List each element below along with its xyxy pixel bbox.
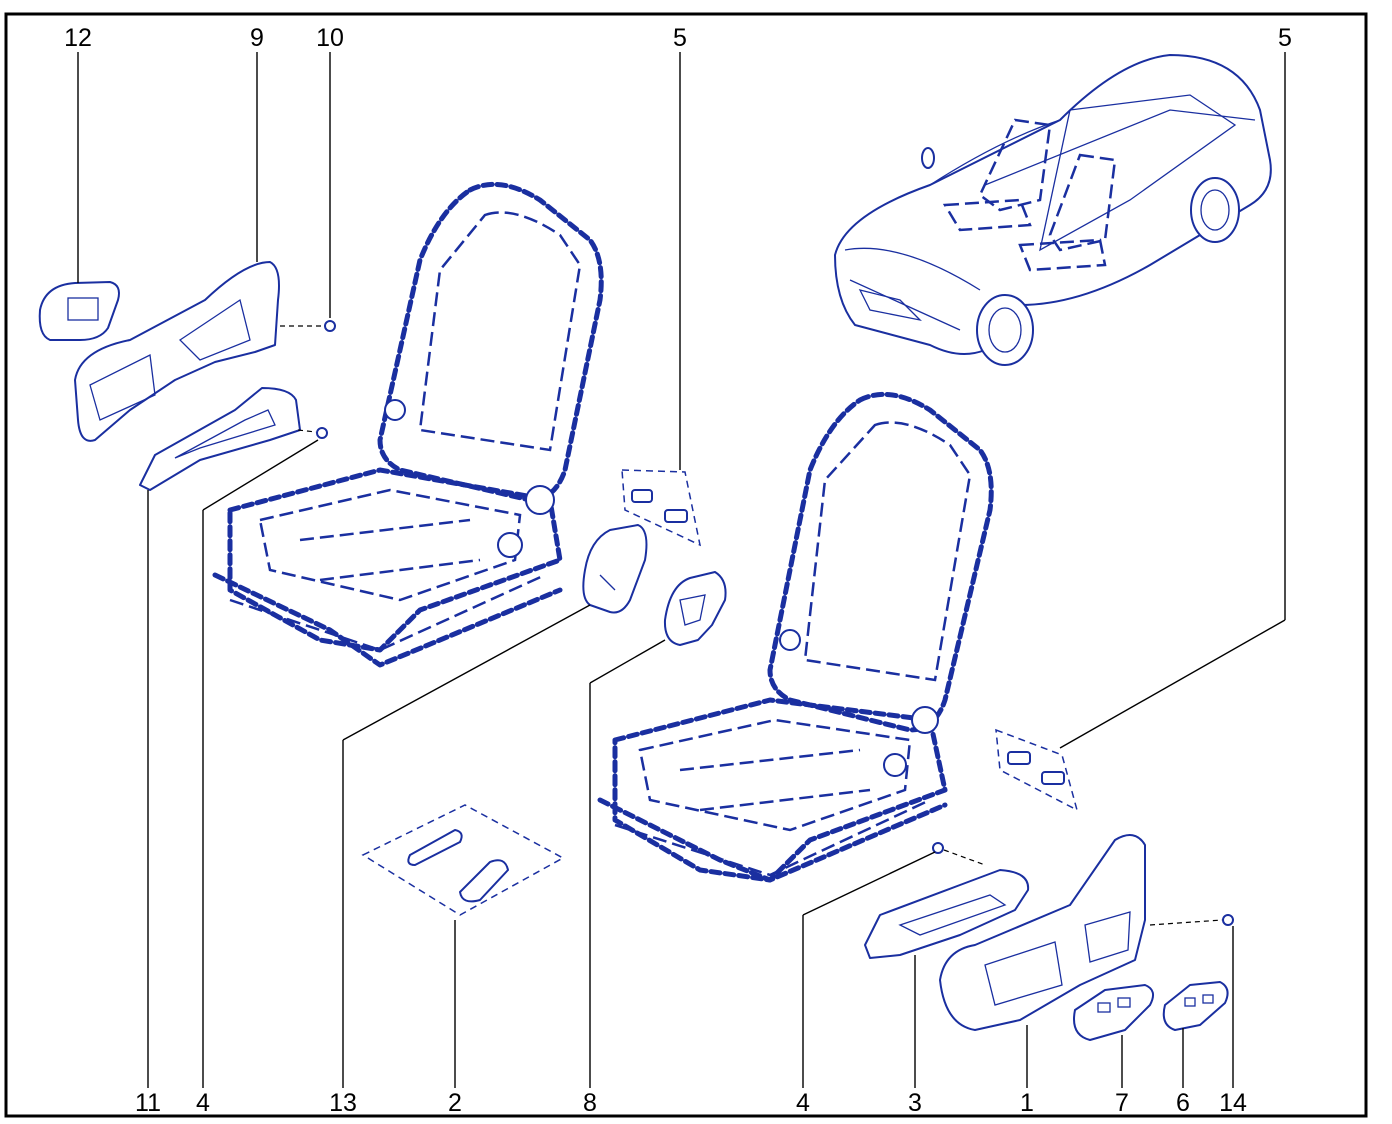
callout-labels: 12 9 10 5 5 11 4 13 2 8 4 3 1 7 6 14: [64, 24, 1292, 1117]
callout-12: 12: [64, 24, 92, 52]
callout-3: 3: [908, 1089, 922, 1117]
left-seat-frame: [212, 181, 604, 668]
part-7: [1073, 984, 1155, 1041]
callout-7: 7: [1115, 1089, 1129, 1117]
callout-11: 11: [135, 1089, 161, 1117]
callout-6: 6: [1176, 1089, 1190, 1117]
part-12: [38, 281, 120, 341]
part-5-upper-box: [621, 469, 702, 547]
callout-2: 2: [448, 1089, 462, 1117]
callout-9: 9: [250, 24, 264, 52]
callout-10: 10: [316, 24, 344, 52]
right-seat-frame: [597, 391, 994, 883]
part-14: [1149, 914, 1234, 926]
callout-13: 13: [329, 1089, 357, 1117]
part-8: [663, 571, 727, 646]
callout-8: 8: [583, 1089, 597, 1117]
leader-lines: [77, 52, 1286, 1088]
callout-14: 14: [1219, 1089, 1247, 1117]
callout-4-left: 4: [196, 1089, 210, 1117]
diagram-border: [4, 12, 1368, 1118]
callout-4-right: 4: [796, 1089, 810, 1117]
callout-1: 1: [1020, 1089, 1034, 1117]
part-9: [74, 261, 280, 442]
callout-5-upper: 5: [673, 24, 687, 52]
part-5-lower-box: [995, 728, 1079, 812]
part-1: [939, 834, 1146, 1031]
part-11: [139, 387, 301, 491]
part-4-right-screw: [932, 842, 986, 866]
callout-5-right: 5: [1278, 24, 1292, 52]
part-4-left-screw: [297, 427, 328, 439]
part-3: [864, 869, 1030, 959]
part-13: [582, 524, 648, 614]
part-6: [1162, 981, 1229, 1031]
part-2-box: [361, 804, 565, 916]
car-illustration: [834, 54, 1272, 366]
part-10: [280, 320, 336, 332]
